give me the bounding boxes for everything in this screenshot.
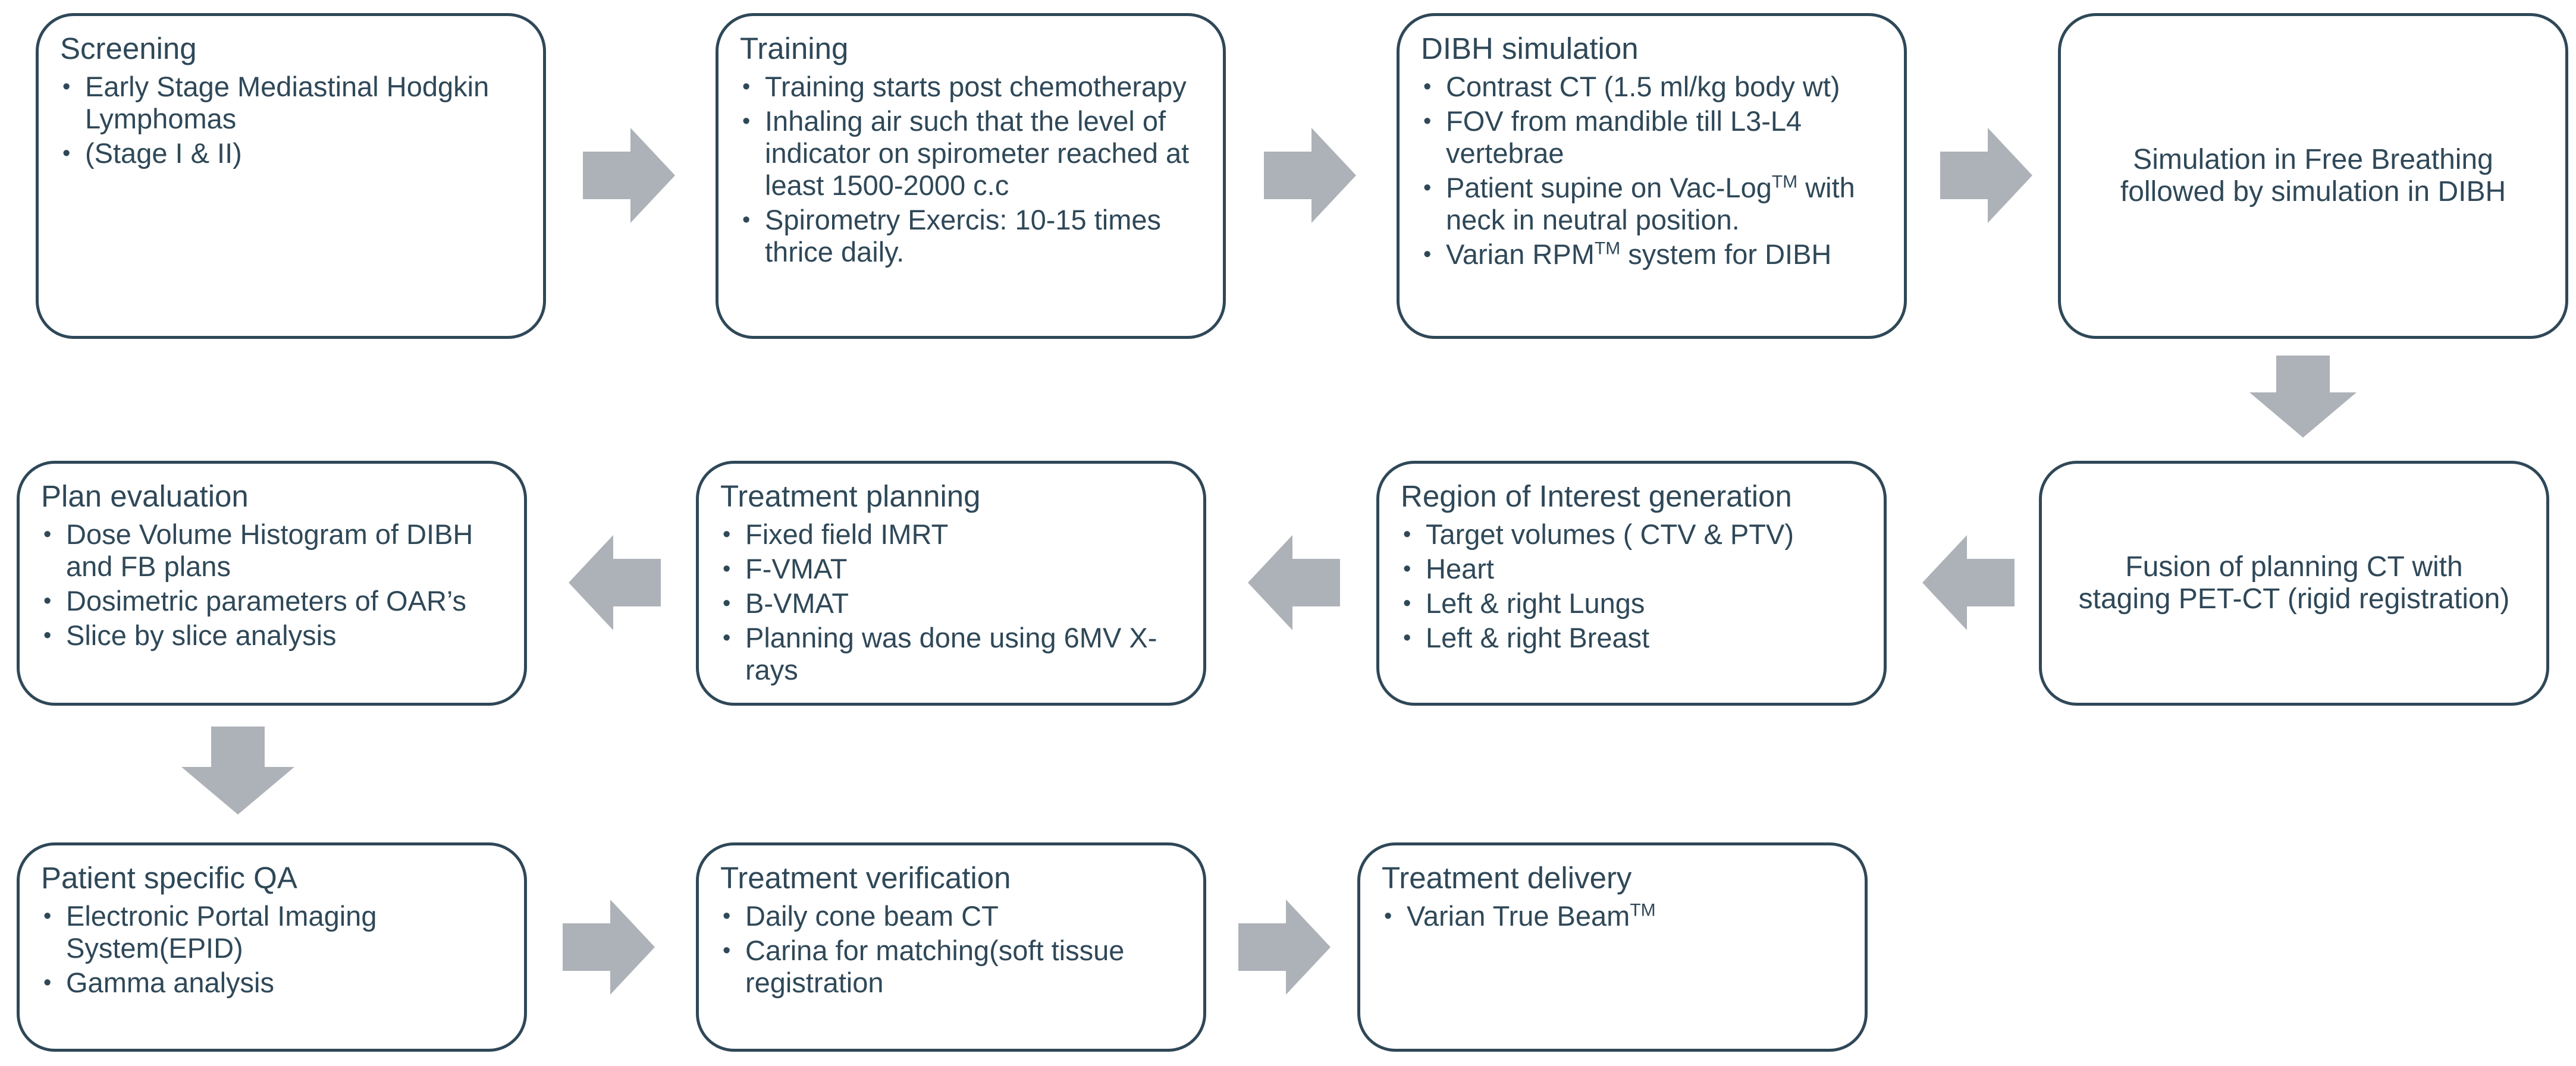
dibh-item-text: Patient supine on Vac-Log xyxy=(1446,172,1772,203)
dibh-item-text: with neck in neutral position. xyxy=(1446,172,1855,235)
treatment-planning-title: Treatment planning xyxy=(720,479,981,513)
arrow-right-icon xyxy=(563,900,655,995)
training-list: Training starts post chemotherapy Inhali… xyxy=(740,71,1201,268)
dibh-item: FOV from mandible till L3-L4 vertebrae xyxy=(1421,105,1882,169)
dibh-item: Varian RPMTM system for DIBH xyxy=(1421,238,1882,271)
treatment-delivery-title: Treatment delivery xyxy=(1382,861,1632,895)
treatment-verification-list: Daily cone beam CT Carina for matching(s… xyxy=(720,900,1182,999)
arrow-down-icon xyxy=(181,727,294,815)
dibh-simulation-box: DIBH simulation Contrast CT (1.5 ml/kg b… xyxy=(1397,13,1907,339)
trademark-sup: TM xyxy=(1594,238,1621,259)
treatment-delivery-text: Varian True Beam xyxy=(1407,900,1630,932)
dibh-item-text: system for DIBH xyxy=(1620,238,1832,270)
dibh-item: Contrast CT (1.5 ml/kg body wt) xyxy=(1421,71,1882,103)
treatment-planning-box: Treatment planning Fixed field IMRT F-VM… xyxy=(696,461,1206,706)
arrow-right-icon xyxy=(583,128,675,223)
treatment-planning-item: Fixed field IMRT xyxy=(720,518,1182,551)
free-breathing-text: Simulation in Free Breathing followed by… xyxy=(2120,144,2506,207)
fusion-text: Fusion of planning CT with staging PET-C… xyxy=(2078,551,2510,615)
fusion-box: Fusion of planning CT with staging PET-C… xyxy=(2039,461,2549,706)
screening-item: Early Stage Mediastinal Hodgkin Lymphoma… xyxy=(60,71,522,135)
treatment-planning-item: B-VMAT xyxy=(720,587,1182,620)
patient-qa-box: Patient specific QA Electronic Portal Im… xyxy=(17,842,527,1052)
screening-list: Early Stage Mediastinal Hodgkin Lymphoma… xyxy=(60,71,522,169)
training-item: Inhaling air such that the level of indi… xyxy=(740,105,1201,202)
arrow-right-icon xyxy=(1264,128,1356,223)
dibh-simulation-title: DIBH simulation xyxy=(1421,32,1639,65)
training-item: Spirometry Exercis: 10-15 times thrice d… xyxy=(740,204,1201,268)
roi-box: Region of Interest generation Target vol… xyxy=(1376,461,1887,706)
arrow-right-icon xyxy=(1238,900,1331,995)
arrow-left-icon xyxy=(1922,535,2015,630)
treatment-planning-item: Planning was done using 6MV X-rays xyxy=(720,622,1182,686)
treatment-delivery-box: Treatment delivery Varian True BeamTM xyxy=(1357,842,1868,1052)
treatment-delivery-item: Varian True BeamTM xyxy=(1382,900,1843,932)
plan-evaluation-title: Plan evaluation xyxy=(41,479,249,513)
treatment-planning-list: Fixed field IMRT F-VMAT B-VMAT Planning … xyxy=(720,518,1182,686)
arrow-right-icon xyxy=(1940,128,2032,223)
patient-qa-title: Patient specific QA xyxy=(41,861,297,895)
treatment-verification-item: Carina for matching(soft tissue registra… xyxy=(720,935,1182,999)
dibh-simulation-list: Contrast CT (1.5 ml/kg body wt) FOV from… xyxy=(1421,71,1882,271)
patient-qa-list: Electronic Portal Imaging System(EPID) G… xyxy=(41,900,503,999)
roi-item: Heart xyxy=(1401,553,1862,585)
trademark-sup: TM xyxy=(1630,900,1656,920)
treatment-delivery-list: Varian True BeamTM xyxy=(1382,900,1843,932)
arrow-left-icon xyxy=(1248,535,1340,630)
roi-item: Left & right Lungs xyxy=(1401,587,1862,620)
plan-evaluation-item: Dose Volume Histogram of DIBH and FB pla… xyxy=(41,518,503,583)
patient-qa-item: Gamma analysis xyxy=(41,967,503,999)
dibh-item-text: Varian RPM xyxy=(1446,238,1595,270)
training-item: Training starts post chemotherapy xyxy=(740,71,1201,103)
treatment-planning-item: F-VMAT xyxy=(720,553,1182,585)
roi-list: Target volumes ( CTV & PTV) Heart Left &… xyxy=(1401,518,1862,654)
plan-evaluation-list: Dose Volume Histogram of DIBH and FB pla… xyxy=(41,518,503,652)
screening-box: Screening Early Stage Mediastinal Hodgki… xyxy=(36,13,546,339)
roi-item: Target volumes ( CTV & PTV) xyxy=(1401,518,1862,551)
trademark-sup: TM xyxy=(1771,172,1798,192)
arrow-down-icon xyxy=(2249,356,2357,438)
training-box: Training Training starts post chemothera… xyxy=(716,13,1226,339)
treatment-verification-item: Daily cone beam CT xyxy=(720,900,1182,932)
screening-item: (Stage I & II) xyxy=(60,137,522,169)
plan-evaluation-item: Slice by slice analysis xyxy=(41,620,503,652)
plan-evaluation-item: Dosimetric parameters of OAR’s xyxy=(41,585,503,617)
patient-qa-item: Electronic Portal Imaging System(EPID) xyxy=(41,900,503,964)
plan-evaluation-box: Plan evaluation Dose Volume Histogram of… xyxy=(17,461,527,706)
free-breathing-box: Simulation in Free Breathing followed by… xyxy=(2058,13,2568,339)
treatment-verification-box: Treatment verification Daily cone beam C… xyxy=(696,842,1206,1052)
screening-title: Screening xyxy=(60,32,197,65)
roi-item: Left & right Breast xyxy=(1401,622,1862,654)
treatment-verification-title: Treatment verification xyxy=(720,861,1011,895)
training-title: Training xyxy=(740,32,849,65)
roi-title: Region of Interest generation xyxy=(1401,479,1792,513)
arrow-left-icon xyxy=(569,535,661,630)
dibh-item: Patient supine on Vac-LogTM with neck in… xyxy=(1421,172,1882,236)
